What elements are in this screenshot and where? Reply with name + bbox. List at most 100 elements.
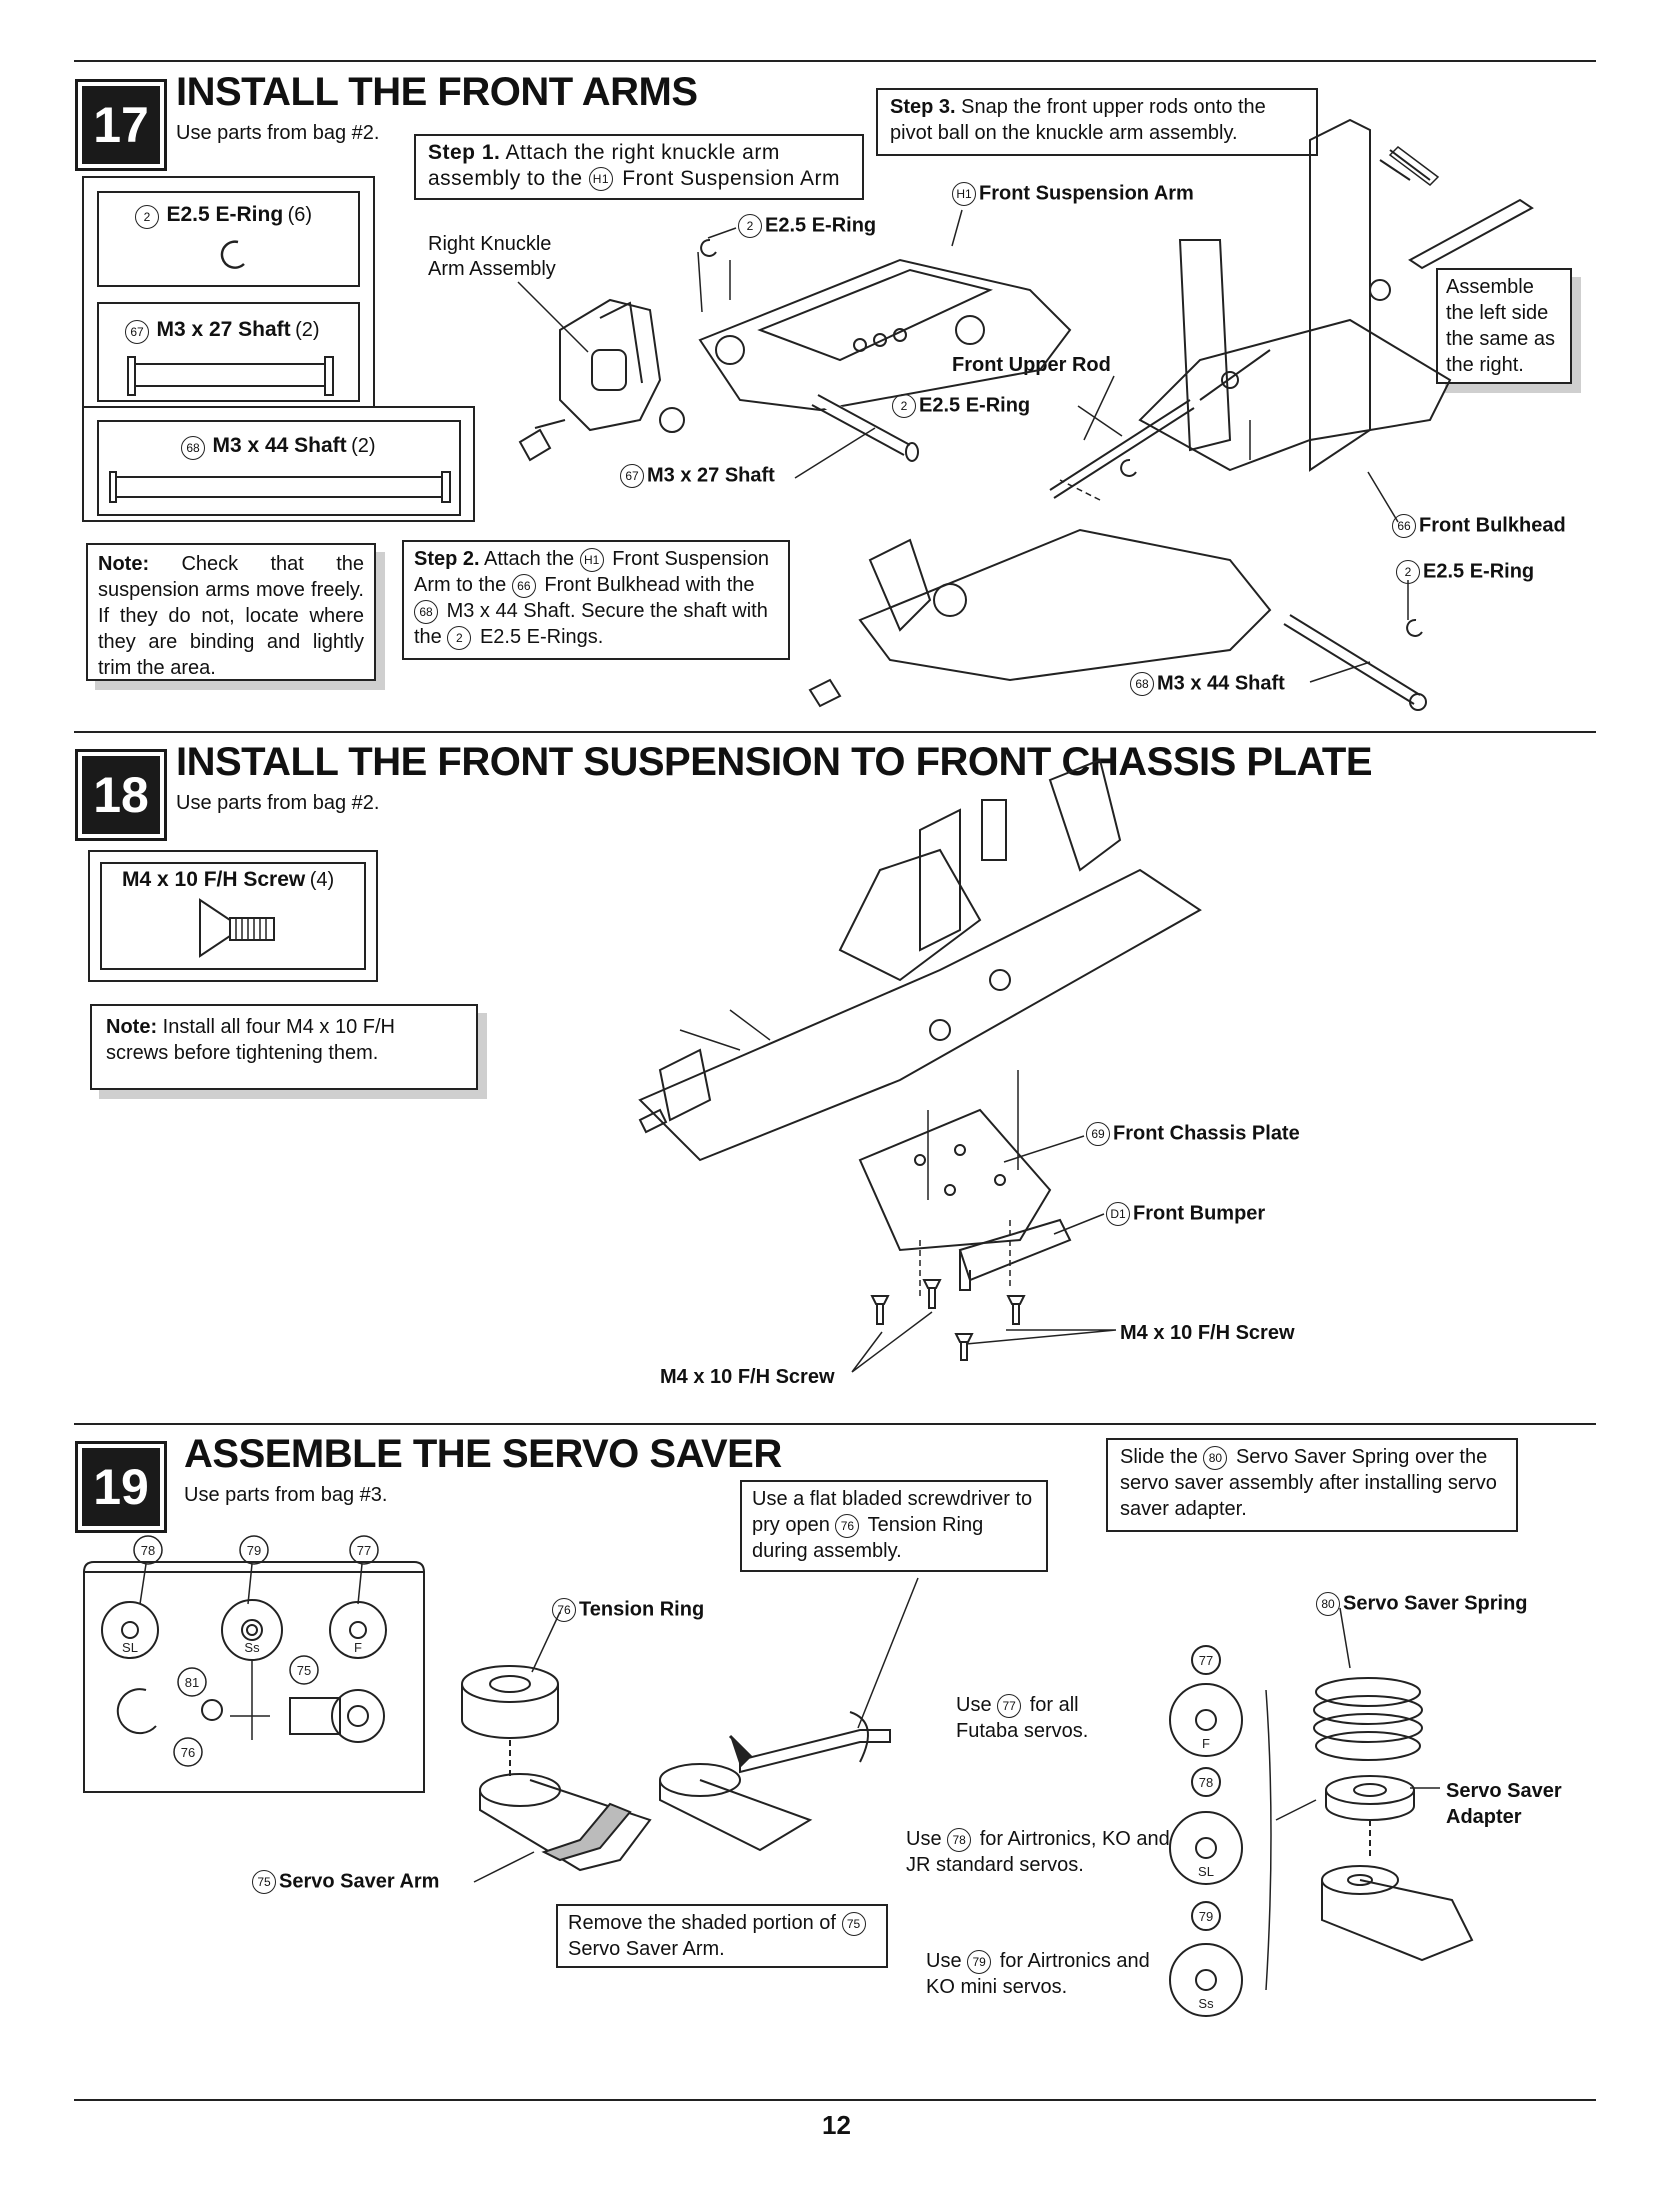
callout-label: Front Suspension Arm [979, 182, 1194, 205]
callout-screw-right: M4 x 10 F/H Screw [1120, 1322, 1295, 1344]
part-number-badge: 75 [841, 1911, 866, 1936]
saver-number: 78 [1199, 1775, 1213, 1790]
parts-tree-drawing [83, 1561, 425, 1793]
section-19-rule [74, 1423, 1596, 1425]
fh-screw-part-icon [199, 898, 275, 958]
upper-rod-drawing [1049, 198, 1534, 499]
step-label: Step 2. [414, 548, 480, 570]
callout-label: Front Bumper [1133, 1202, 1266, 1225]
callout-label: M3 x 44 Shaft [1157, 672, 1285, 695]
tree-number: 78 [141, 1543, 155, 1558]
part-name: E2.5 E-Ring [166, 203, 284, 226]
callout-label: Tension Ring [579, 1598, 705, 1621]
shaft-27-drawing [811, 394, 919, 462]
note-label: Note: [98, 553, 150, 575]
step-text: M3 x 44 Shaft. Secure the shaft with the [414, 600, 768, 648]
page-number: 12 [822, 2110, 851, 2140]
step-text: Front Suspension Arm [622, 167, 841, 190]
step-label: Step 1. [428, 141, 501, 164]
saver-mark: F [1202, 1736, 1210, 1751]
part-number-badge: 68 [1130, 672, 1154, 696]
part-name: M3 x 27 Shaft [156, 318, 291, 341]
use-prefix: Use [926, 1950, 962, 1972]
tension-ring-drawing [461, 1665, 559, 1739]
step-19-bag: Use parts from bag #3. [184, 1484, 388, 1506]
step-text: Attach the right knuckle arm assembly to… [428, 141, 780, 190]
part-number-badge: 80 [1316, 1592, 1340, 1616]
use-text: for all Futaba servos. [956, 1694, 1089, 1742]
callout-label: Front Bulkhead [1419, 514, 1566, 537]
use-78-text: Use 78 for Airtronics, KO and JR standar… [906, 1826, 1196, 1878]
part-number-badge: 67 [125, 319, 149, 344]
assembled-saver-drawing [1321, 1865, 1474, 1962]
part-number-badge: 76 [552, 1598, 576, 1622]
step-18-leader-lines [851, 1070, 1117, 1373]
assemble-left-note: Assemble the left side the same as the r… [1436, 268, 1572, 384]
saver-number: 77 [1199, 1653, 1213, 1668]
saver-mark: SL [1198, 1864, 1214, 1879]
use-prefix: Use [906, 1828, 942, 1850]
part-number-badge: 2 [738, 214, 762, 238]
step-label: Step 3. [890, 96, 956, 118]
part-qty: (2) [351, 435, 376, 457]
step-18-title: INSTALL THE FRONT SUSPENSION TO FRONT CH… [176, 740, 1373, 784]
saver-number: 79 [1199, 1909, 1213, 1924]
part-number-badge: 69 [1086, 1122, 1110, 1146]
tree-number: 77 [357, 1543, 371, 1558]
remove-shaded-note: Remove the shaded portion of 75 Servo Sa… [556, 1904, 888, 1968]
part-number-badge: 68 [181, 435, 205, 460]
use-text: for Airtronics and KO mini servos. [926, 1950, 1150, 1998]
callout-front-upper-rod: Front Upper Rod [952, 354, 1111, 376]
top-rule [74, 60, 1596, 62]
note-text: Remove the shaded portion of [568, 1912, 836, 1934]
part-number-badge: 2 [447, 625, 472, 650]
note-text: Check that the suspension arms move free… [98, 553, 364, 679]
shaft-44-drawing [1283, 614, 1427, 711]
callout-label: E2.5 E-Ring [1423, 560, 1535, 583]
note-label: Note: [106, 1016, 158, 1038]
lower-arm-drawing [808, 528, 1272, 708]
use-prefix: Use [956, 1694, 992, 1716]
saver-mark: Ss [1198, 1996, 1214, 2011]
step-17-title: INSTALL THE FRONT ARMS [176, 70, 698, 114]
part-m3x44-shaft: 68 M3 x 44 Shaft (2) [97, 420, 461, 516]
use-77-text: Use 77 for all Futaba servos. [956, 1692, 1126, 1744]
front-bumper-drawing [958, 1218, 1072, 1291]
part-number-badge: H1 [588, 167, 613, 192]
step-18-badge: 18 [75, 749, 167, 841]
step-2-box: Step 2. Attach the H1 Front Suspension A… [402, 540, 790, 660]
tree-mark: Ss [244, 1640, 260, 1655]
note-text: Tension Ring during assembly. [752, 1514, 984, 1562]
step-17-leader-lines [517, 209, 1409, 683]
step-text: Front Bulkhead with the [544, 574, 755, 596]
part-qty: (2) [295, 319, 320, 341]
use-79-text: Use 79 for Airtronics and KO mini servos… [926, 1948, 1156, 2000]
callout-label: Servo Saver Arm [279, 1870, 440, 1893]
part-name: M4 x 10 F/H Screw [122, 868, 306, 891]
step-18-bag: Use parts from bag #2. [176, 792, 380, 814]
step-1-box: Step 1. Attach the right knuckle arm ass… [414, 134, 864, 200]
callout-servo-saver-adapter: Servo Saver Adapter [1446, 1780, 1562, 1828]
part-number-badge: 75 [252, 1870, 276, 1894]
note-text: Servo Saver Arm. [568, 1938, 725, 1960]
tree-number: 79 [247, 1543, 261, 1558]
part-number-badge: D1 [1106, 1202, 1130, 1226]
note-text: Install all four M4 x 10 F/H screws befo… [106, 1016, 395, 1064]
note-text: Assemble the left side the same as the r… [1446, 276, 1555, 376]
step-17-bag: Use parts from bag #2. [176, 122, 380, 144]
tree-number-text: 78 79 77 81 75 76 SL Ss F [122, 1543, 371, 1760]
step-19-leader-lines [473, 1577, 1440, 1883]
shaft-44-part-icon [109, 471, 451, 503]
servo-saver-arm-drawing [479, 1740, 652, 1872]
callout-knuckle-arm: Right Knuckle Arm Assembly [428, 233, 556, 280]
screwdriver-note: Use a flat bladed screwdriver to pry ope… [740, 1480, 1048, 1572]
note-text: Slide the [1120, 1446, 1198, 1468]
